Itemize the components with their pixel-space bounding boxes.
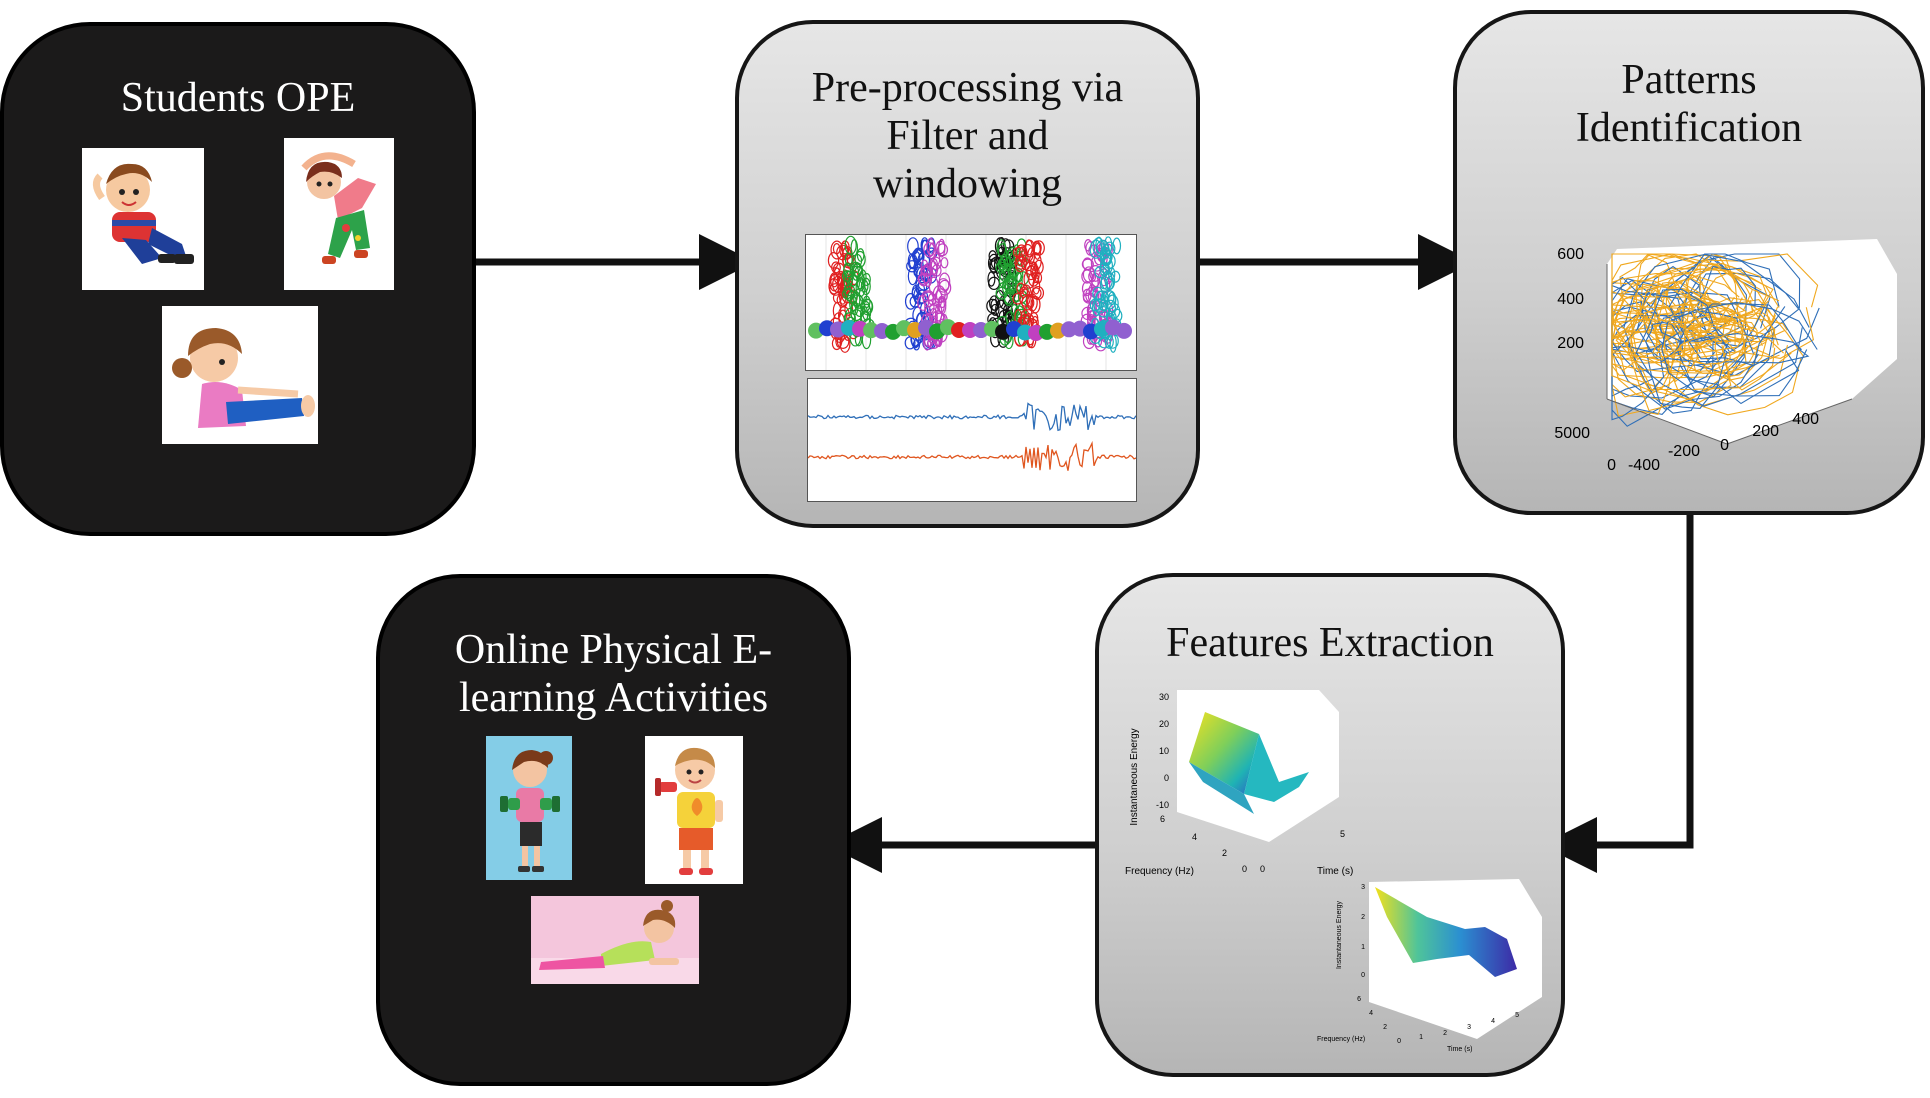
- x-tick: 1: [1419, 1034, 1423, 1041]
- patterns-3d-plot: 600 400 200 5000 0 -400 -200 0 200 400: [1512, 224, 1902, 474]
- arrow-patterns-to-features: [1541, 512, 1694, 873]
- boy-exercise-picture: [82, 148, 204, 290]
- z-tick: 3: [1361, 884, 1365, 891]
- title-line: windowing: [873, 161, 1062, 207]
- x-tick: 5: [1340, 829, 1345, 839]
- z-tick: 1: [1361, 944, 1365, 951]
- features-title: Features Extraction: [1099, 619, 1561, 667]
- z-axis-label: Instantaneous Energy: [1129, 728, 1140, 825]
- girl-dumbbell-picture: [486, 736, 572, 880]
- title-line: Pre-processing via: [811, 65, 1124, 111]
- z-tick: 30: [1159, 692, 1169, 702]
- title-line: learning Activities: [458, 675, 769, 721]
- x-axis-label: Time (s): [1317, 866, 1353, 877]
- z-tick: 600: [1557, 246, 1584, 263]
- x-tick: 200: [1752, 423, 1779, 440]
- students-ope-title: Students OPE: [4, 74, 472, 122]
- filtered-signal-plot: [807, 378, 1137, 502]
- x-tick: 4: [1491, 1018, 1495, 1025]
- x-tick: -200: [1668, 443, 1700, 460]
- patterns-title: Patterns Identification: [1457, 56, 1921, 152]
- title-line: Patterns: [1621, 57, 1757, 103]
- y-tick: 6: [1160, 814, 1165, 824]
- x-tick: 3: [1467, 1024, 1471, 1031]
- online-activities-node: Online Physical E- learning Activities: [376, 574, 851, 1086]
- y-tick: 6: [1357, 996, 1361, 1003]
- preprocessing-title: Pre-processing via Filter and windowing: [739, 64, 1196, 208]
- preprocessing-node: Pre-processing via Filter and windowing: [735, 20, 1200, 528]
- students-ope-node: Students OPE: [0, 22, 476, 536]
- x-tick: 400: [1792, 411, 1819, 428]
- y-tick: 0: [1242, 864, 1247, 874]
- energy-surface-plot-1: Instantaneous Energy 30 20 10 0 -10 6 4 …: [1119, 682, 1369, 882]
- z-tick: 20: [1159, 719, 1169, 729]
- patterns-node: Patterns Identification 600 400 200 5000…: [1453, 10, 1925, 515]
- y-tick: 4: [1369, 1010, 1373, 1017]
- z-tick: 10: [1159, 746, 1169, 756]
- girl-stretch-picture: [284, 138, 394, 290]
- y-tick: 0: [1607, 457, 1616, 474]
- girl-yoga-picture: [531, 896, 699, 984]
- energy-surface-plot-2: Instantaneous Energy 3 2 1 0 6 4 2 0 1 2…: [1317, 877, 1557, 1059]
- z-tick: 0: [1361, 972, 1365, 979]
- windowed-scatter-plot: [805, 234, 1137, 371]
- z-tick: 2: [1361, 914, 1365, 921]
- title-line: Filter and: [886, 113, 1049, 159]
- y-axis-label: Frequency (Hz): [1317, 1036, 1365, 1043]
- z-tick: -10: [1156, 800, 1169, 810]
- y-tick: 4: [1192, 832, 1197, 842]
- title-line: Features Extraction: [1166, 620, 1494, 666]
- y-tick: 2: [1383, 1024, 1387, 1031]
- features-node: Features Extraction Instantaneous Energy…: [1095, 573, 1565, 1077]
- title-line: Identification: [1575, 105, 1803, 151]
- x-axis-label: Time (s): [1447, 1046, 1472, 1053]
- y-tick: 5000: [1554, 425, 1590, 442]
- online-activities-title: Online Physical E- learning Activities: [380, 626, 847, 722]
- x-tick: 0: [1260, 864, 1265, 874]
- z-tick: 200: [1557, 335, 1584, 352]
- x-tick: -400: [1628, 457, 1660, 474]
- title-line: Online Physical E-: [454, 627, 773, 673]
- y-tick: 2: [1222, 848, 1227, 858]
- girl-sitting-stretch-picture: [162, 306, 318, 444]
- x-tick: 5: [1515, 1012, 1519, 1019]
- title-line: Students OPE: [120, 75, 356, 121]
- y-tick: 0: [1397, 1038, 1401, 1045]
- z-tick: 400: [1557, 291, 1584, 308]
- x-tick: 2: [1443, 1030, 1447, 1037]
- y-axis-label: Frequency (Hz): [1125, 866, 1194, 877]
- z-tick: 0: [1164, 773, 1169, 783]
- boy-dumbbell-picture: [645, 736, 743, 884]
- x-tick: 0: [1720, 437, 1729, 454]
- z-axis-label: Instantaneous Energy: [1336, 900, 1343, 969]
